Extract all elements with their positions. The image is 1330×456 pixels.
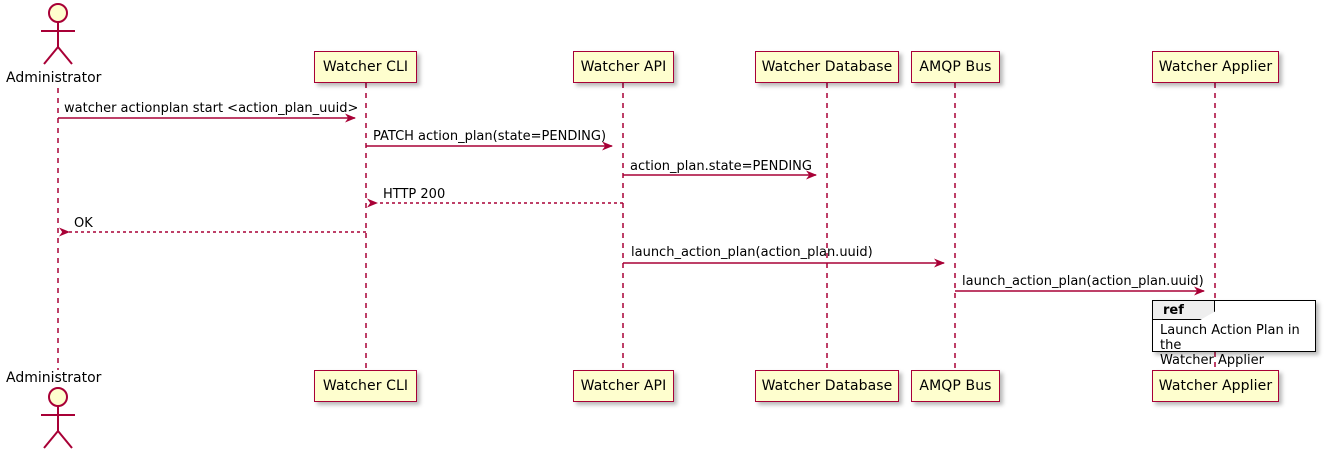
actor-label-administrator-bottom: Administrator (6, 371, 101, 385)
participant-foot-amqp-bus[interactable]: AMQP Bus (911, 370, 1000, 402)
lifelines (57, 83, 1216, 370)
message-text: HTTP 200 (383, 187, 446, 202)
ref-text-line-2: Watcher Applier (1160, 353, 1264, 368)
participant-label: Watcher Applier (1158, 378, 1273, 394)
message-label-msg-5: OK (74, 217, 93, 230)
participant-foot-watcher-api[interactable]: Watcher API (573, 370, 674, 402)
ref-text-line-1: Launch Action Plan in the (1160, 323, 1300, 353)
participant-label: AMQP Bus (919, 378, 992, 394)
actor-name: Administrator (6, 370, 102, 386)
message-text: launch_action_plan(action_plan.uuid) (962, 274, 1204, 289)
participant-label: Watcher CLI (322, 59, 409, 75)
actor-name: Administrator (6, 70, 102, 86)
ref-fragment[interactable]: ref Launch Action Plan in the Watcher Ap… (1152, 300, 1316, 368)
actor-figure-top (41, 3, 75, 65)
participant-label: Watcher API (580, 378, 667, 394)
ref-tab-shape (1153, 301, 1215, 320)
ref-tab-label: ref (1163, 303, 1184, 318)
participant-head-watcher-cli[interactable]: Watcher CLI (314, 51, 417, 83)
participant-label: Watcher Database (761, 59, 893, 75)
actor-figure-bottom (41, 387, 75, 449)
participant-label: Watcher CLI (322, 378, 409, 394)
participant-head-watcher-database[interactable]: Watcher Database (755, 51, 899, 83)
message-label-msg-3: action_plan.state=PENDING (630, 160, 812, 173)
message-label-msg-4: HTTP 200 (383, 188, 445, 201)
participant-label: Watcher API (580, 59, 667, 75)
message-label-msg-2: PATCH action_plan(state=PENDING) (373, 130, 606, 143)
message-text: PATCH action_plan(state=PENDING) (373, 129, 607, 144)
ref-body-text: Launch Action Plan in the Watcher Applie… (1160, 323, 1320, 368)
participant-foot-watcher-cli[interactable]: Watcher CLI (314, 370, 417, 402)
participant-foot-watcher-applier[interactable]: Watcher Applier (1152, 370, 1279, 402)
message-text: OK (74, 216, 93, 231)
participant-label: Watcher Applier (1158, 59, 1273, 75)
message-arrows (58, 113, 1205, 296)
participant-label: Watcher Database (761, 378, 893, 394)
message-label-msg-1: watcher actionplan start <action_plan_uu… (64, 102, 358, 115)
participant-head-watcher-api[interactable]: Watcher API (573, 51, 674, 83)
message-text: action_plan.state=PENDING (630, 159, 812, 174)
participant-foot-watcher-database[interactable]: Watcher Database (755, 370, 899, 402)
participant-head-watcher-applier[interactable]: Watcher Applier (1152, 51, 1279, 83)
participant-head-amqp-bus[interactable]: AMQP Bus (911, 51, 1000, 83)
message-text: watcher actionplan start <action_plan_uu… (64, 101, 359, 116)
message-label-msg-7: launch_action_plan(action_plan.uuid) (962, 275, 1204, 288)
participant-label: AMQP Bus (919, 59, 992, 75)
actor-label-administrator-top: Administrator (6, 71, 101, 85)
message-label-msg-6: launch_action_plan(action_plan.uuid) (631, 246, 873, 259)
message-text: launch_action_plan(action_plan.uuid) (631, 245, 873, 260)
